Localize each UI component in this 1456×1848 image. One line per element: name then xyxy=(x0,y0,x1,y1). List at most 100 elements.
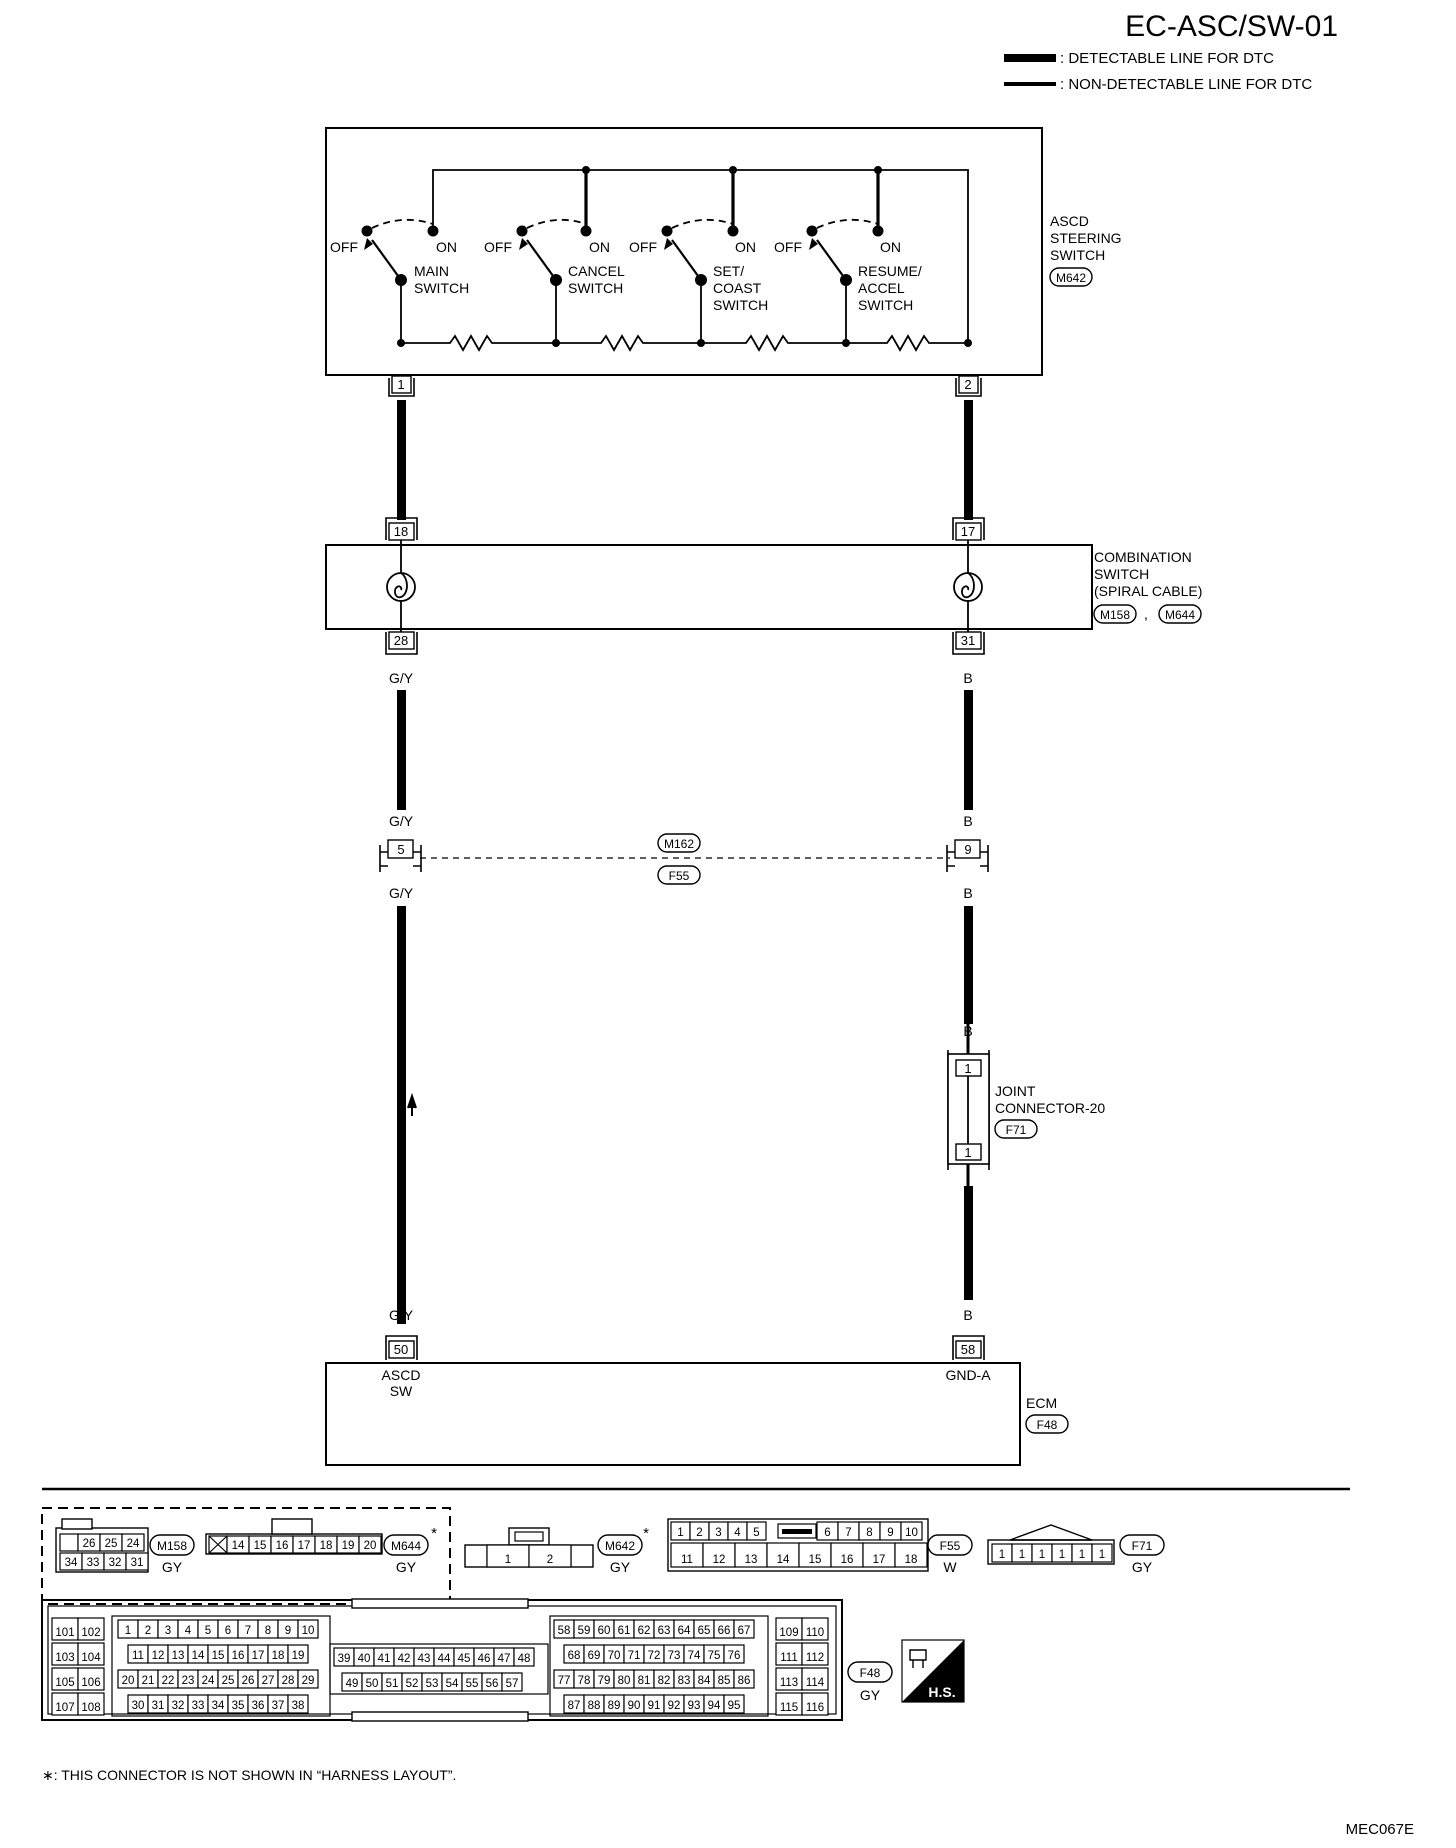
f55-row2-cell xyxy=(830,1542,864,1568)
f48-right-main-pin-label: 60 xyxy=(598,1625,611,1637)
f48-right-main-pin-label: 85 xyxy=(718,1675,731,1687)
f48-center-pin-label: 57 xyxy=(506,1678,519,1690)
cancel-off-label: OFF xyxy=(484,239,512,255)
f48-right-main-pin-label: 94 xyxy=(708,1700,721,1712)
f48-right-block-pin-label: 112 xyxy=(806,1652,824,1664)
f48-center-pin-label: 54 xyxy=(446,1678,459,1690)
f55-row2-cell xyxy=(702,1542,736,1568)
f48-color: GY xyxy=(860,1687,881,1703)
f48-left-main-pin-label: 31 xyxy=(152,1700,165,1712)
f48-right-main-pin-label: 87 xyxy=(568,1700,581,1712)
f48-right-main-cell xyxy=(733,1619,755,1639)
f48-right-main-pin-label: 78 xyxy=(578,1675,591,1687)
f48-left-main-pin-label: 6 xyxy=(225,1625,231,1637)
f48-right-main-pin-label: 80 xyxy=(618,1675,631,1687)
f48-code: F48 xyxy=(860,1666,881,1680)
f48-left-main-pin-label: 1 xyxy=(125,1625,131,1637)
f48-right-main-pin-label: 81 xyxy=(638,1675,651,1687)
f48-right-main-pin-label: 70 xyxy=(608,1650,621,1662)
inline-pin-right: 9 xyxy=(964,842,971,857)
wire-right-b xyxy=(964,400,973,1300)
ecm-label-sw: SW xyxy=(390,1383,413,1399)
f48-left-main-pin-label: 35 xyxy=(232,1700,245,1712)
combination-switch-name-1: COMBINATION xyxy=(1094,549,1192,565)
set-switch-label-1: SET/ xyxy=(713,263,744,279)
f48-right-block-cell xyxy=(801,1667,829,1691)
cancel-switch-label-1: CANCEL xyxy=(568,263,625,279)
ecm-connector-code: F48 xyxy=(1037,1418,1058,1432)
f55-row2-cell xyxy=(670,1542,704,1568)
non-detectable-line-sample xyxy=(1004,82,1056,86)
m642-pin-label: 2 xyxy=(547,1554,553,1566)
f71-color: GY xyxy=(1132,1559,1153,1575)
f48-right-block-pin-label: 109 xyxy=(779,1627,798,1639)
combination-connector-separator: , xyxy=(1144,606,1148,622)
wire-left-g-y xyxy=(397,400,406,1324)
f48-left-block-cell xyxy=(77,1617,105,1641)
m158-row2-cell xyxy=(125,1552,149,1571)
f48-left-main-pin-label: 9 xyxy=(285,1625,291,1637)
combination-pin-28: 28 xyxy=(385,631,418,655)
m644-star: * xyxy=(431,1525,437,1542)
f48-left-block-pin-label: 104 xyxy=(81,1652,101,1664)
f55-row1b-pin-label: 6 xyxy=(824,1527,830,1539)
f48-right-block-cell xyxy=(801,1617,829,1641)
f48-left-main-pin-label: 30 xyxy=(132,1700,145,1712)
f71-pin-label: 1 xyxy=(1059,1549,1065,1561)
joint-connector-20: 1 1 JOINT CONNECTOR-20 F71 xyxy=(947,1024,1105,1186)
detectable-line-sample xyxy=(1004,54,1056,62)
combination-pin-18: 18 xyxy=(385,517,418,541)
f48-right-main-pin-label: 93 xyxy=(688,1700,701,1712)
f55-color: W xyxy=(943,1559,957,1575)
f55-row1b-pin-label: 10 xyxy=(905,1527,918,1539)
f55-row1a-cell xyxy=(746,1521,767,1541)
m158-row2-pin-label: 34 xyxy=(65,1557,78,1569)
m158-row2-pin-label: 33 xyxy=(87,1557,100,1569)
f71-pin-label: 1 xyxy=(1079,1549,1085,1561)
wire-color-right-1: B xyxy=(963,670,972,686)
f55-row1a-pin-label: 4 xyxy=(734,1527,741,1539)
f71-pin-label: 1 xyxy=(1039,1549,1045,1561)
svg-text:31: 31 xyxy=(961,633,975,648)
set-switch-label-2: COAST xyxy=(713,280,762,296)
inline-connector-m162-f55: 5 9 M162 F55 xyxy=(379,833,989,885)
m644-code: M644 xyxy=(391,1539,421,1553)
m644-oval xyxy=(383,1534,429,1556)
combination-connector-code-1: M158 xyxy=(1100,608,1130,622)
f48-right-main-pin-label: 66 xyxy=(718,1625,731,1637)
f55-oval xyxy=(927,1534,973,1556)
f48-center-pin-label: 47 xyxy=(498,1653,511,1665)
f48-left-block-pin-label: 106 xyxy=(81,1677,100,1689)
steering-switch-connector-code: M642 xyxy=(1056,271,1086,285)
wire-color-left-3: G/Y xyxy=(389,885,414,901)
f48-left-main-pin-label: 28 xyxy=(282,1675,295,1687)
f48-center-pin-label: 39 xyxy=(338,1653,351,1665)
f48-left-main-pin-label: 5 xyxy=(205,1625,211,1637)
f55-row2-cell xyxy=(894,1542,928,1568)
joint-connector-name-2: CONNECTOR-20 xyxy=(995,1100,1105,1116)
f48-left-block-pin-label: 105 xyxy=(55,1677,74,1689)
f48-right-main-pin-label: 64 xyxy=(678,1625,691,1637)
m644-row1-pin-label: 15 xyxy=(254,1540,267,1552)
f48-left-main-pin-label: 7 xyxy=(245,1625,251,1637)
joint-connector-name-1: JOINT xyxy=(995,1083,1036,1099)
f48-left-main-cell xyxy=(287,1644,309,1664)
f55-row1b-cell xyxy=(900,1521,923,1541)
f48-right-main-pin-label: 59 xyxy=(578,1625,591,1637)
f55-row1a-pin-label: 1 xyxy=(677,1527,683,1539)
f48-left-main-pin-label: 34 xyxy=(212,1700,225,1712)
m158-color: GY xyxy=(162,1559,183,1575)
f48-right-main-pin-label: 88 xyxy=(588,1700,601,1712)
wire-color-right-6: B xyxy=(963,1307,972,1323)
f55-row2-cell xyxy=(862,1542,896,1568)
set-off-label: OFF xyxy=(629,239,657,255)
inline-pin-left: 5 xyxy=(397,842,404,857)
hs-badge-label: H.S. xyxy=(928,1684,955,1700)
f48-oval xyxy=(847,1661,893,1683)
m644-row1-pin-label: 19 xyxy=(342,1540,355,1552)
m158-row1-cell xyxy=(121,1533,145,1552)
f55-row1a-pin-label: 5 xyxy=(753,1527,759,1539)
steering-switch-name-3: SWITCH xyxy=(1050,247,1105,263)
f48-left-main-pin-label: 8 xyxy=(265,1625,271,1637)
